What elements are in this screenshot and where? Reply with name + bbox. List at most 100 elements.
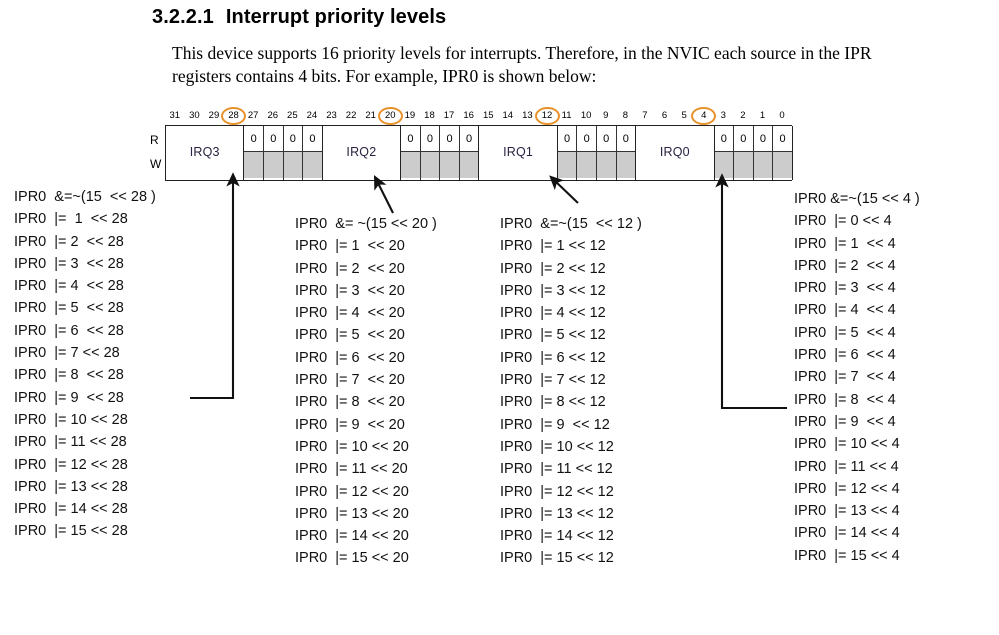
page-title: Interrupt priority levels bbox=[225, 6, 447, 28]
arrow-irq1 bbox=[549, 175, 579, 204]
register-reserved-cell: 0 bbox=[244, 126, 264, 180]
register-field-irq2: IRQ2 bbox=[322, 126, 402, 180]
reserved-cell-value: 0 bbox=[263, 126, 283, 152]
code-line: IPR0 |= 15 << 20 bbox=[295, 550, 409, 567]
register-reserved-cell: 0 bbox=[753, 126, 774, 180]
reserved-cell-value: 0 bbox=[440, 126, 459, 152]
code-line: IPR0 |= 7 << 12 bbox=[500, 372, 606, 389]
register-reserved-cell: 0 bbox=[734, 126, 754, 180]
reserved-cell-write bbox=[440, 152, 459, 178]
reserved-cell-write bbox=[244, 152, 263, 178]
bit-number-3: 3 bbox=[720, 110, 726, 121]
code-line: IPR0 |= 13 << 12 bbox=[500, 505, 614, 522]
code-line: IPR0 |= 1 << 28 bbox=[14, 211, 128, 228]
code-line: IPR0 |= 11 << 4 bbox=[794, 458, 899, 475]
code-line: IPR0 |= 1 << 20 bbox=[295, 238, 405, 255]
register-reserved-cell: 0 bbox=[577, 126, 597, 180]
code-line: IPR0 |= 2 << 4 bbox=[794, 257, 896, 274]
code-line: IPR0 |= 0 << 4 bbox=[794, 213, 892, 230]
code-line: IPR0 |= 6 << 20 bbox=[295, 349, 405, 366]
code-line: IPR0 |= 9 << 28 bbox=[14, 389, 124, 406]
code-line: IPR0 |= 6 << 28 bbox=[14, 322, 124, 339]
register-field-irq1: IRQ1 bbox=[479, 126, 558, 180]
reserved-cell-value: 0 bbox=[734, 126, 753, 152]
code-line: IPR0 |= 14 << 12 bbox=[500, 528, 614, 545]
bit-number-14: 14 bbox=[502, 110, 514, 121]
bit-number-19: 19 bbox=[404, 110, 416, 121]
code-line: IPR0 |= 12 << 20 bbox=[295, 483, 409, 500]
arrow-irq3 bbox=[190, 172, 240, 400]
reserved-cell-value: 0 bbox=[753, 126, 773, 152]
bit-number-18: 18 bbox=[424, 110, 435, 121]
reserved-cell-write bbox=[459, 152, 479, 178]
bit-number-28: 28 bbox=[228, 110, 239, 121]
reserved-cell-value: 0 bbox=[244, 126, 263, 152]
bit-number-1: 1 bbox=[759, 110, 766, 121]
code-line: IPR0 &=~(15 << 12 ) bbox=[500, 216, 642, 232]
code-line: IPR0 |= 13 << 20 bbox=[295, 505, 409, 522]
code-line: IPR0 |= 12 << 28 bbox=[14, 456, 128, 473]
reserved-cell-write bbox=[557, 152, 577, 178]
reserved-cell-value: 0 bbox=[303, 126, 322, 152]
bit-number-9: 9 bbox=[603, 110, 609, 121]
bit-number-23: 23 bbox=[326, 110, 337, 121]
bit-number-29: 29 bbox=[208, 110, 220, 121]
register-field-label: IRQ0 bbox=[636, 126, 714, 178]
reserved-cell-write bbox=[283, 152, 303, 178]
code-line: IPR0 |= 10 << 28 bbox=[14, 411, 128, 428]
reserved-cell-write bbox=[401, 152, 420, 178]
code-line: IPR0 |= 3 << 12 bbox=[500, 282, 606, 299]
code-line: IPR0 |= 3 << 28 bbox=[14, 255, 124, 272]
register-reserved-cell: 0 bbox=[616, 126, 637, 180]
code-line: IPR0 |= 11 << 20 bbox=[295, 461, 408, 478]
code-line: IPR0 |= 4 << 20 bbox=[295, 305, 405, 322]
arrow-irq0 bbox=[715, 173, 787, 410]
code-line: IPR0 |= 8 << 28 bbox=[14, 367, 124, 384]
bit-number-8: 8 bbox=[622, 110, 628, 121]
bit-number-22: 22 bbox=[345, 110, 357, 121]
reserved-cell-write bbox=[263, 152, 283, 178]
code-line: IPR0 |= 5 << 28 bbox=[14, 300, 124, 317]
code-line: IPR0 |= 10 << 12 bbox=[500, 438, 614, 455]
intro-paragraph: This device supports 16 priority levels … bbox=[172, 43, 872, 86]
register-reserved-cell: 0 bbox=[401, 126, 421, 180]
register-field-irq3: IRQ3 bbox=[166, 126, 245, 180]
bit-number-31: 31 bbox=[169, 110, 181, 121]
bit-number-2: 2 bbox=[740, 110, 746, 121]
code-line: IPR0 |= 9 << 4 bbox=[794, 413, 896, 430]
code-line: IPR0 |= 14 << 4 bbox=[794, 525, 900, 542]
read-write-labels: R W bbox=[150, 126, 164, 182]
register-field-label: IRQ1 bbox=[479, 126, 557, 178]
bit-number-25: 25 bbox=[287, 110, 298, 121]
reserved-cell-write bbox=[596, 152, 616, 178]
code-line: IPR0 |= 5 << 20 bbox=[295, 327, 405, 344]
bit-number-24: 24 bbox=[306, 110, 318, 121]
code-line: IPR0 |= 2 << 12 bbox=[500, 260, 606, 277]
register-reserved-cell: 0 bbox=[773, 126, 793, 180]
reserved-cell-write bbox=[616, 152, 636, 178]
reserved-cell-value: 0 bbox=[557, 126, 577, 152]
code-line: IPR0 |= 10 << 20 bbox=[295, 438, 409, 455]
write-label: W bbox=[150, 157, 162, 171]
read-label: R bbox=[150, 133, 159, 147]
register-reserved-cell: 0 bbox=[420, 126, 441, 180]
reserved-cell-value: 0 bbox=[596, 126, 616, 152]
reserved-cell-value: 0 bbox=[577, 126, 596, 152]
code-line: IPR0 |= 7 << 4 bbox=[794, 369, 896, 386]
arrow-irq2 bbox=[373, 174, 394, 214]
code-line: IPR0 |= 14 << 20 bbox=[295, 528, 409, 545]
bit-number-21: 21 bbox=[365, 110, 376, 121]
code-line: IPR0 |= 2 << 28 bbox=[14, 233, 124, 250]
reserved-cell-write bbox=[714, 152, 734, 178]
bit-number-15: 15 bbox=[482, 110, 494, 121]
register-reserved-cell: 0 bbox=[440, 126, 460, 180]
code-line: IPR0 |= 14 << 28 bbox=[14, 501, 128, 518]
register-reserved-cell: 0 bbox=[303, 126, 323, 180]
reserved-cell-write bbox=[734, 152, 753, 178]
code-line: IPR0 |= 3 << 20 bbox=[295, 282, 405, 299]
